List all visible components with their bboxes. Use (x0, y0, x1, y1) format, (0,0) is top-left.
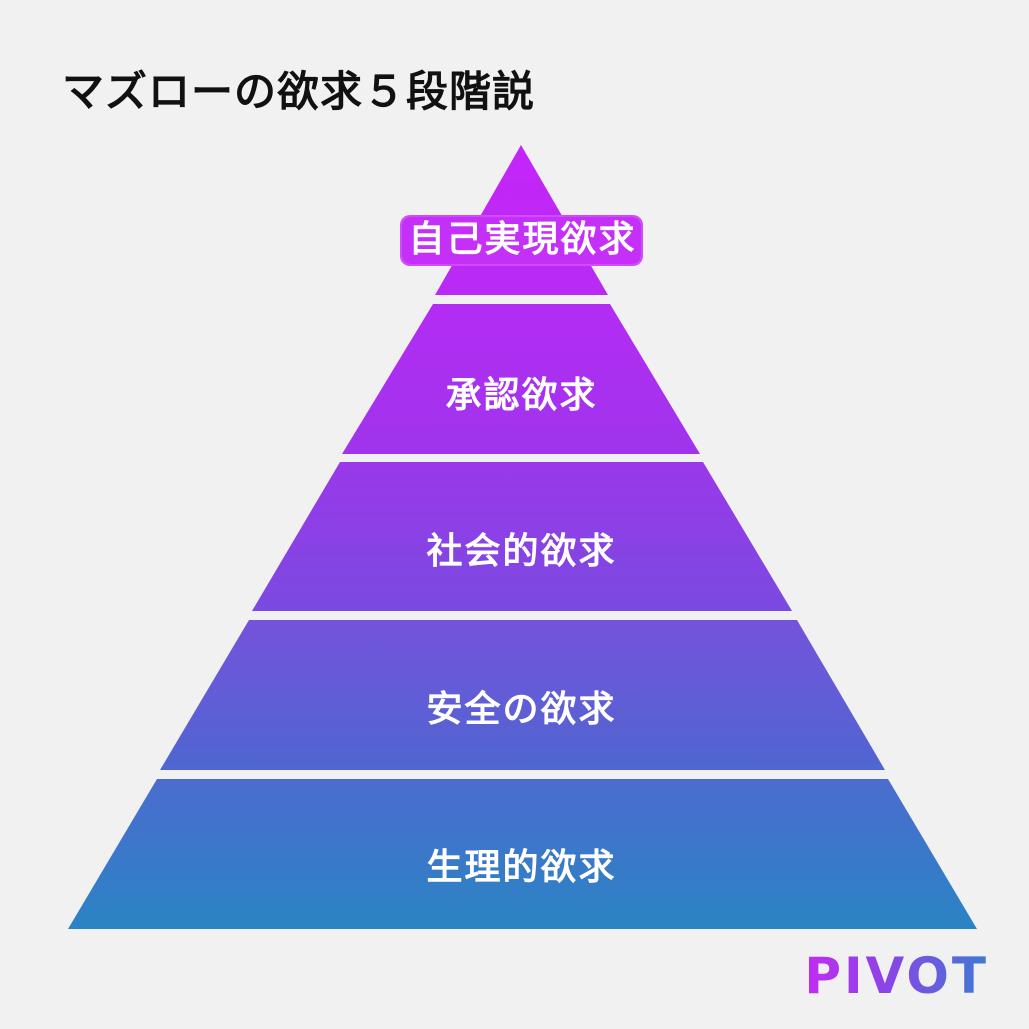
pyramid-label-esteem: 承認欲求 (445, 375, 598, 416)
pyramid-label-physiological: 生理的欲求 (426, 847, 617, 888)
pivot-logo: PIVOT (804, 947, 989, 1005)
page-title: マズローの欲求５段階説 (62, 67, 536, 116)
pyramid-label-safety: 安全の欲求 (426, 689, 617, 730)
pyramid-level-social (252, 462, 792, 611)
pyramid-label-self-actualization: 自己実現欲求 (0, 210, 1029, 264)
pyramid-level-physiological (68, 779, 977, 929)
pyramid-level-safety (160, 620, 885, 770)
pyramid-level-esteem (342, 304, 700, 454)
pyramid-label-social: 社会的欲求 (426, 531, 617, 572)
